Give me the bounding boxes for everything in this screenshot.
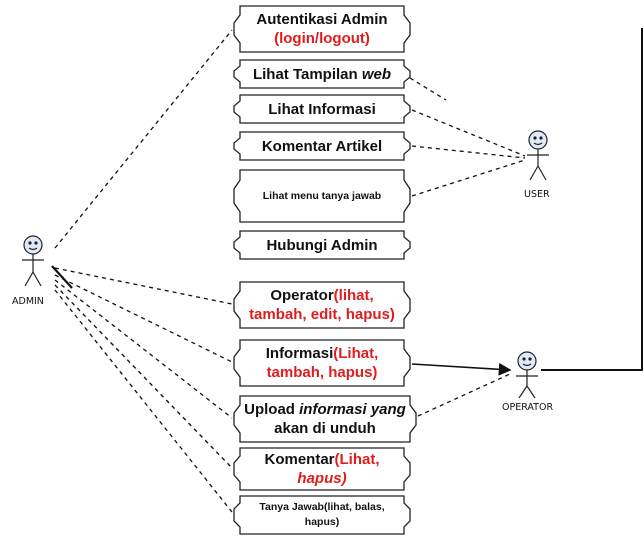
admin-actor-icon xyxy=(22,235,44,287)
admin-label: ADMIN xyxy=(12,296,44,307)
usecase-autentikasi-admin[interactable]: Autentikasi Admin (login/logout) xyxy=(232,4,412,54)
usecase-label-highlight: tambah, edit, hapus) xyxy=(249,306,395,323)
usecase-label: Hubungi Admin xyxy=(266,236,378,254)
usecase-label-highlight: hapus) xyxy=(297,470,347,487)
usecase-label: Komentar xyxy=(264,451,335,468)
usecase-hubungi-admin[interactable]: Hubungi Admin xyxy=(232,229,412,261)
usecase-label: Lihat menu tanya jawab xyxy=(262,189,382,202)
usecase-label-highlight: tambah, hapus) xyxy=(266,364,378,381)
connector-operator-informasi xyxy=(411,362,512,376)
usecase-label: Lihat Informasi xyxy=(268,100,376,118)
usecase-label: Operator xyxy=(270,287,334,304)
usecase-tanya-jawab[interactable]: Tanya Jawab(lihat, balas, hapus) xyxy=(232,494,412,536)
connector-admin-upload xyxy=(54,279,233,419)
user-actor-icon xyxy=(527,130,549,181)
usecase-komentar[interactable]: Komentar(Lihat, hapus) xyxy=(232,446,412,492)
connector-admin-autentikasi xyxy=(54,29,233,249)
connector-admin-komentar xyxy=(54,284,233,469)
usecase-informasi[interactable]: Informasi(Lihat, tambah, hapus) xyxy=(232,338,412,388)
usecase-label-italic: informasi yang xyxy=(299,401,406,418)
connector-user-informasi xyxy=(411,109,526,157)
usecase-label-highlight: (Lihat, xyxy=(333,345,379,362)
connector-operator-upload xyxy=(417,373,511,417)
usecase-upload-informasi[interactable]: Upload informasi yang akan di unduh xyxy=(232,394,418,444)
usecase-label: Tanya Jawab(lihat, balas, xyxy=(259,501,385,513)
usecase-label: Komentar Artikel xyxy=(261,137,383,155)
connector-admin-informasi xyxy=(54,274,233,363)
operator-actor-icon xyxy=(516,351,538,399)
connector-operator-frame xyxy=(541,28,643,371)
user-label: USER xyxy=(524,189,550,200)
usecase-label: hapus) xyxy=(304,516,340,528)
usecase-label: Upload xyxy=(244,401,300,418)
usecase-lihat-menu-tanya-jawab[interactable]: Lihat menu tanya jawab xyxy=(232,168,412,224)
connector-user-komentar xyxy=(411,145,526,159)
usecase-label-italic: web xyxy=(361,65,392,83)
connector-user-tanya xyxy=(411,159,526,197)
usecase-label-highlight: (Lihat, xyxy=(334,451,380,468)
usecase-label: akan di unduh xyxy=(274,420,376,437)
usecase-label-highlight: (lihat, xyxy=(333,287,374,304)
usecase-operator[interactable]: Operator(lihat, tambah, edit, hapus) xyxy=(232,280,412,330)
operator-label: OPERATOR xyxy=(502,402,554,413)
usecase-label: Lihat Tampilan xyxy=(252,65,362,83)
usecase-label-highlight: (login/logout) xyxy=(274,30,370,47)
usecase-label: Autentikasi Admin xyxy=(256,11,388,28)
usecase-lihat-informasi[interactable]: Lihat Informasi xyxy=(232,93,412,125)
usecase-label: Informasi xyxy=(265,345,334,362)
connector-admin-solid xyxy=(51,265,73,289)
connector-admin-tanya xyxy=(54,289,233,513)
connector-user-tampilan xyxy=(409,77,447,101)
connector-admin-operator xyxy=(54,267,233,305)
usecase-lihat-tampilan-web[interactable]: Lihat Tampilan web xyxy=(232,58,412,90)
usecase-komentar-artikel[interactable]: Komentar Artikel xyxy=(232,130,412,162)
